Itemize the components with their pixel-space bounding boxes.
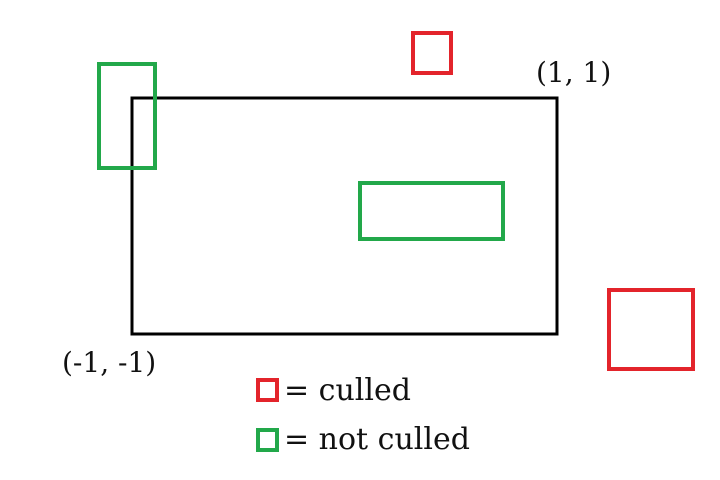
corner-label-bottom-left: (-1, -1)	[62, 346, 156, 379]
not-culled-box-center	[358, 181, 505, 241]
legend-not-culled-swatch	[256, 428, 279, 452]
viewport-rectangle	[130, 96, 559, 336]
culled-box-top	[411, 31, 453, 75]
legend-culled-label: = culled	[284, 373, 411, 408]
culled-box-right	[607, 288, 695, 371]
legend: = culled = not culled	[256, 373, 470, 457]
legend-culled-swatch	[256, 378, 279, 402]
corner-label-top-right: (1, 1)	[536, 56, 611, 89]
legend-not-culled-label: = not culled	[284, 422, 470, 457]
not-culled-box-left	[97, 62, 157, 170]
